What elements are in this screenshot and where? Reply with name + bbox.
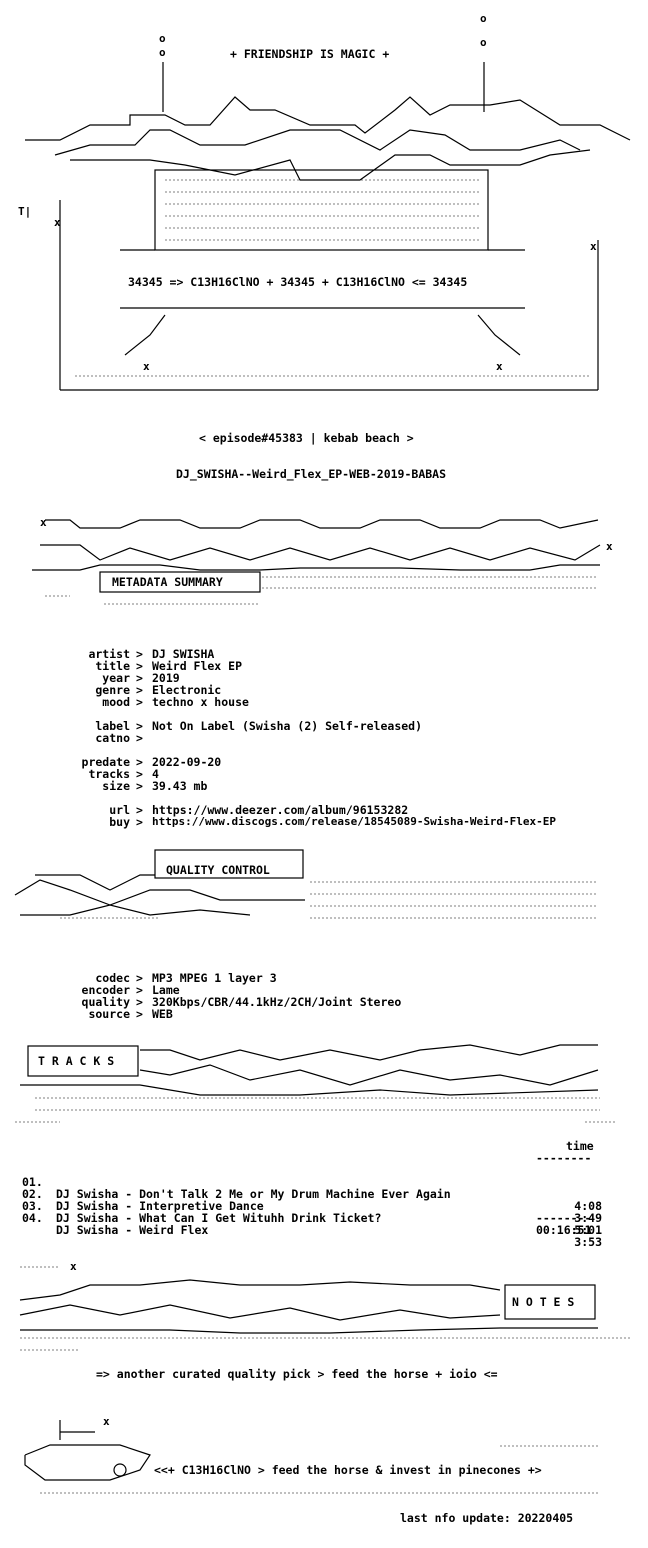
track-number: 02. <box>22 1187 43 1201</box>
time-column-header: time <box>566 1139 594 1153</box>
quality-key: codec <box>95 971 130 985</box>
track-row: 03. DJ Swisha - What Can I Get Wituhh Dr… <box>22 1188 602 1236</box>
metadata-key: url <box>109 803 130 817</box>
metadata-value: techno x house <box>152 695 249 709</box>
metadata-key: mood <box>102 695 130 709</box>
metadata-key: artist <box>88 647 130 661</box>
track-row: 04. DJ Swisha - Weird Flex 3:53 <box>22 1200 602 1248</box>
svg-text:T|: T| <box>18 205 31 218</box>
metadata-key: size <box>102 779 130 793</box>
metadata-value: 2022-09-20 <box>152 755 222 769</box>
svg-text:o: o <box>480 12 487 25</box>
svg-text:o: o <box>480 36 487 49</box>
notes-section-label: N O T E S <box>512 1295 575 1309</box>
track-number: 04. <box>22 1211 43 1225</box>
track-row: 02. DJ Swisha - Interpretive Dance 3:49 <box>22 1176 602 1224</box>
svg-text:x: x <box>40 516 47 529</box>
metadata-value: Weird Flex EP <box>152 659 243 673</box>
metadata-row: label>Not On Label (Swisha (2) Self-rele… <box>95 719 423 733</box>
tracks-section-label: T R A C K S <box>38 1054 115 1068</box>
metadata-key: genre <box>95 683 130 697</box>
quality-row: encoder>Lame <box>81 983 180 997</box>
track-title: DJ Swisha - Don't Talk 2 Me or My Drum M… <box>56 1187 451 1201</box>
quality-row: codec>MP3 MPEG 1 layer 3 <box>95 971 277 985</box>
metadata-key: title <box>95 659 130 673</box>
metadata-key: buy <box>109 815 130 829</box>
metadata-row: mood>techno x house <box>102 695 249 709</box>
metadata-key: year <box>102 671 130 685</box>
quality-row: quality>320Kbps/CBR/44.1kHz/2CH/Joint St… <box>81 995 402 1009</box>
metadata-value: 39.43 mb <box>152 779 208 793</box>
svg-text:x: x <box>70 1260 77 1273</box>
track-time: 3:53 <box>574 1235 602 1249</box>
metadata-row: artist>DJ SWISHA <box>88 647 215 661</box>
time-header-rule: -------- <box>536 1151 592 1165</box>
svg-text:x: x <box>54 216 61 229</box>
quality-value: MP3 MPEG 1 layer 3 <box>152 971 277 985</box>
quality-section-label: QUALITY CONTROL <box>166 863 270 877</box>
metadata-row: tracks>4 <box>88 767 159 781</box>
metadata-value: Not On Label (Swisha (2) Self-released) <box>152 719 423 733</box>
track-time: 3:49 <box>574 1211 602 1225</box>
deezer-link[interactable]: https://www.deezer.com/album/96153282 <box>152 803 409 817</box>
svg-text:x: x <box>103 1415 110 1428</box>
total-time: 00:16:51 <box>536 1223 592 1237</box>
svg-text:x: x <box>143 360 150 373</box>
metadata-key: predate <box>81 755 130 769</box>
metadata-value: 4 <box>152 767 159 781</box>
header-formula: 34345 => C13H16ClNO + 34345 + C13H16ClNO… <box>128 275 468 289</box>
metadata-row: genre>Electronic <box>95 683 222 697</box>
track-title: DJ Swisha - Weird Flex <box>56 1223 209 1237</box>
metadata-section-label: METADATA SUMMARY <box>112 575 223 589</box>
quality-key: source <box>88 1007 130 1021</box>
metadata-row: title>Weird Flex EP <box>95 659 243 673</box>
last-update: last nfo update: 20220405 <box>400 1511 574 1525</box>
release-name: DJ_SWISHA--Weird_Flex_EP-WEB-2019-BABAS <box>176 467 447 481</box>
svg-text:x: x <box>496 360 503 373</box>
quality-key: encoder <box>81 983 130 997</box>
metadata-row: size>39.43 mb <box>102 779 208 793</box>
header-title: + FRIENDSHIP IS MAGIC + <box>230 47 390 61</box>
metadata-value: 2019 <box>152 671 180 685</box>
quality-row: source>WEB <box>88 1007 173 1021</box>
track-time: 4:08 <box>574 1199 602 1213</box>
discogs-link[interactable]: https://www.discogs.com/release/18545089… <box>152 815 556 828</box>
metadata-row: year>2019 <box>102 671 180 685</box>
svg-text:x: x <box>590 240 597 253</box>
quality-value: Lame <box>152 983 180 997</box>
svg-text:o: o <box>159 32 166 45</box>
metadata-row: predate>2022-09-20 <box>81 755 222 769</box>
quality-value: 320Kbps/CBR/44.1kHz/2CH/Joint Stereo <box>152 995 402 1009</box>
metadata-row: buy>https://www.discogs.com/release/1854… <box>109 815 556 829</box>
track-time: 5:01 <box>574 1223 602 1237</box>
track-row: 01. DJ Swisha - Don't Talk 2 Me or My Dr… <box>22 1164 602 1212</box>
track-number: 03. <box>22 1199 43 1213</box>
metadata-key: tracks <box>88 767 130 781</box>
track-number: 01. <box>22 1175 43 1189</box>
total-rule: -------- <box>536 1211 592 1225</box>
svg-text:o: o <box>159 46 166 59</box>
quality-key: quality <box>81 995 130 1009</box>
track-title: DJ Swisha - Interpretive Dance <box>56 1199 264 1213</box>
metadata-value: DJ SWISHA <box>152 647 215 661</box>
track-title: DJ Swisha - What Can I Get Wituhh Drink … <box>56 1211 382 1225</box>
svg-text:x: x <box>606 540 613 553</box>
notes-text: => another curated quality pick > feed t… <box>96 1367 498 1381</box>
metadata-key: catno <box>95 731 130 745</box>
quality-value: WEB <box>152 1007 173 1021</box>
metadata-key: label <box>95 719 130 733</box>
metadata-row: catno> <box>95 731 143 745</box>
footer-slogan: <<+ C13H16ClNO > feed the horse & invest… <box>154 1463 542 1477</box>
metadata-row: url>https://www.deezer.com/album/9615328… <box>109 803 409 817</box>
metadata-value: Electronic <box>152 683 222 697</box>
episode-line: < episode#45383 | kebab beach > <box>199 431 414 445</box>
